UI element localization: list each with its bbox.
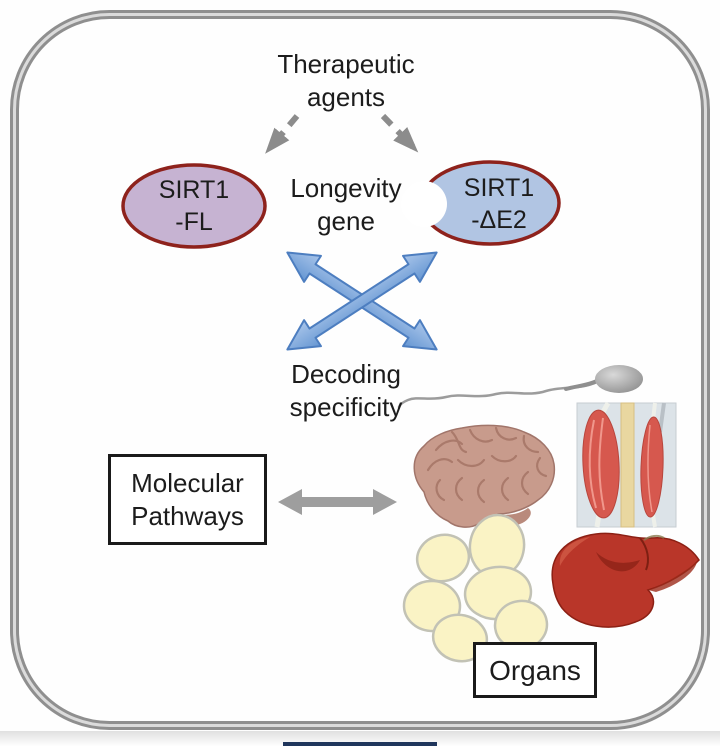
therapeutic-agents-label: Therapeutic agents <box>277 49 415 112</box>
frame-border <box>0 10 720 746</box>
sperm-icon <box>397 365 643 409</box>
decoding-specificity-label: Decoding specificity <box>289 359 403 422</box>
longevity-gene-label: Longevity gene <box>290 173 402 236</box>
fat-cells-icon <box>402 513 549 663</box>
dashed-arrow-right <box>380 113 419 153</box>
liver-icon <box>551 532 700 628</box>
bottom-caption-line <box>283 742 437 746</box>
organs-box: Organs <box>473 642 597 698</box>
cross-arrows-icon <box>286 251 438 351</box>
molecular-pathways-box: Molecular Pathways <box>108 454 267 545</box>
muscle-icon <box>576 401 677 528</box>
dashed-arrow-left <box>265 114 300 154</box>
sirt1-fl-node <box>121 163 267 249</box>
sirt1-fl-label: SIRT1 -FL <box>158 176 230 236</box>
sirt1-de2-node <box>401 160 561 246</box>
double-arrow-icon <box>278 489 397 515</box>
molecular-pathways-label: Molecular Pathways <box>131 467 244 531</box>
sirt1-de2-label: SIRT1 -ΔE2 <box>463 174 535 234</box>
notch-cutout <box>401 181 447 227</box>
organs-label: Organs <box>489 654 581 686</box>
